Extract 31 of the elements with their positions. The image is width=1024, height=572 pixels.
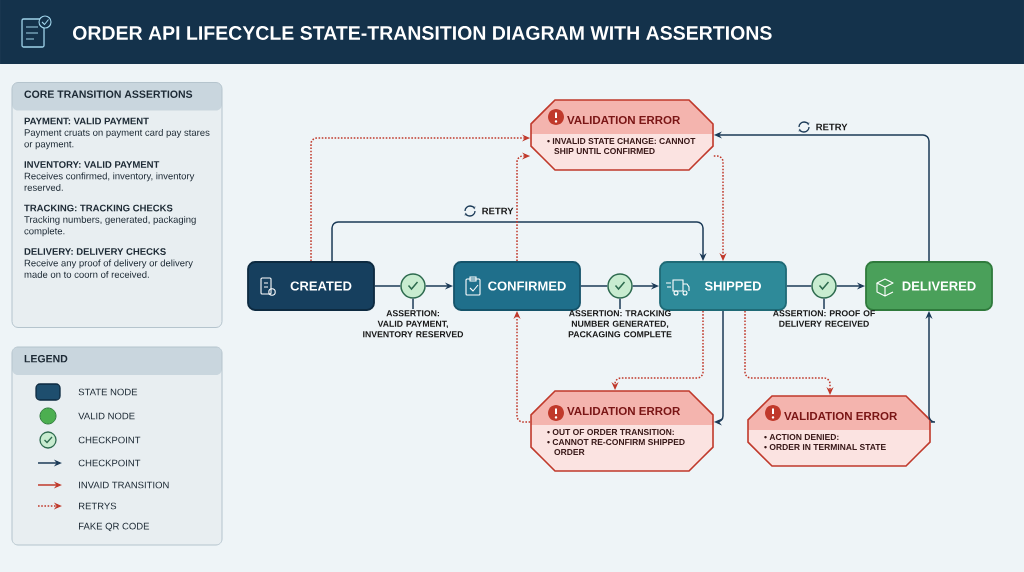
leader-line (412, 298, 414, 310)
checkpoint-circle (400, 273, 426, 299)
legend-label: FAKE QR CODE (79, 522, 150, 532)
checkpoint-circle (811, 273, 837, 299)
connector-line (580, 285, 608, 287)
assertions-panel: CORE TRANSITION ASSERTIONS PAYMENT: VALID PAYMENT Payment cruats on payment card pay stares or payment. INVENTORY: VALID PAYMENT Receives confirmed, inventory, inventory reserved. TRACKING: TRACKING CHECKS Tracking numbers, generated, packaging complete. DELIVERY: DELIVERY CHECKS Receive any proof of delivery or delivery made on to coorn of received. (11, 82, 223, 328)
edge-label: RETRY (480, 206, 516, 216)
state-box: CONFIRMED (453, 261, 581, 311)
legend-label: INVAID TRANSITION (79, 481, 169, 489)
checkpoint-circle (607, 273, 633, 299)
arrow (331, 221, 707, 262)
legend-label: CHECKPOINT (78, 436, 141, 444)
error-box: VALIDATION ERROR • OUT OF ORDER TRANSITION: • CANNOT RE-CONFIRM SHIPPED ORDER (530, 390, 714, 472)
legend-label: STATE NODE (78, 388, 138, 396)
connector-line (786, 285, 812, 287)
leader-line (823, 298, 825, 310)
assertion-label: ASSERTION: TRACKING NUMBER GENERATED, PACKAGING COMPLETE (568, 310, 672, 338)
legend-label: CHECKPOINT (78, 459, 141, 467)
state-box: SHIPPED (659, 261, 787, 311)
legend-label: VALID NODE (78, 412, 135, 420)
legend-label: RETRYS (79, 502, 117, 510)
connector-line (374, 285, 401, 287)
leader-line (619, 298, 621, 310)
error-box: VALIDATION ERROR • INVALID STATE CHANGE: CANNOT SHIP UNTIL CONFIRMED (530, 99, 714, 171)
state-box: DELIVERED (865, 261, 993, 311)
assertion-label: ASSERTION: PROOF OF DELIVERY RECEIVED (773, 310, 875, 327)
edge-label: RETRY (814, 122, 850, 132)
assertion-label: ASSERTION: VALID PAYMENT, INVENTORY RESERVED (363, 310, 464, 338)
state-box: CREATED (247, 261, 375, 311)
error-box: VALIDATION ERROR • ACTION DENIED: • ORDER IN TERMINAL STATE (747, 395, 931, 467)
title: ORDER API LIFECYCLE STATE-TRANSITION DIAGRAM WITH ASSERTIONS (73, 26, 772, 40)
